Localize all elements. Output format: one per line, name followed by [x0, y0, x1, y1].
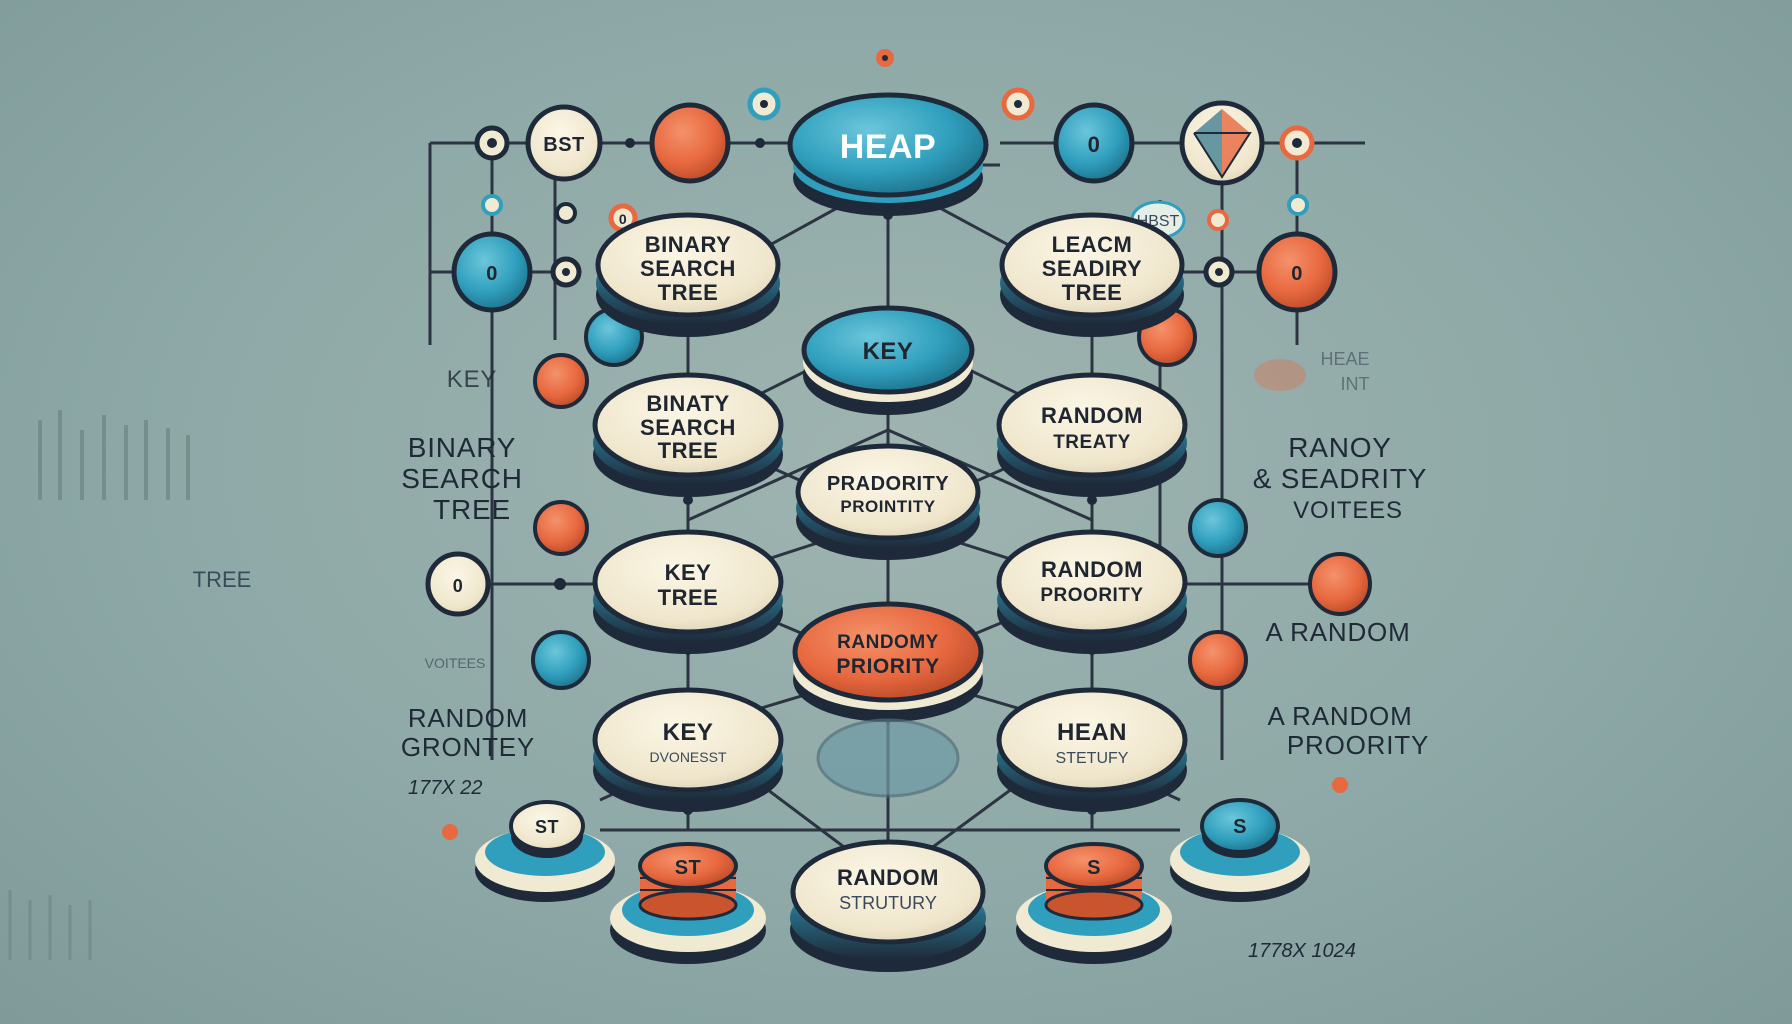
heap-node: HEAP: [787, 92, 989, 216]
key-tree-line2: TREE: [658, 585, 719, 610]
key-dvonesst-node: KEY DVONESST: [592, 687, 784, 812]
sphere-nodes: [425, 100, 1372, 690]
leacm-tree-node: LEACM SEADIRY TREE: [999, 212, 1185, 337]
bst-top-line2: SEARCH: [640, 256, 736, 281]
random-treaty-line2: TREATY: [1053, 432, 1131, 453]
binaty-line1: BINATY: [646, 391, 729, 416]
random-treaty-node: RANDOM TREATY: [996, 372, 1188, 497]
small-zero-left-mid: 0: [453, 576, 464, 596]
heap-label: HEAP: [840, 128, 936, 166]
side-label-seadrity: & SEADRITY: [1253, 463, 1427, 494]
side-label-a-random: A RANDOM: [1265, 617, 1410, 647]
hean-line1: HEAN: [1057, 719, 1127, 746]
leacm-line3: TREE: [1062, 280, 1123, 305]
random-priority-line1: RANDOMY: [837, 632, 939, 653]
key-dvonesst-line2: DVONESST: [649, 749, 726, 765]
side-label-grontey: GRONTEY: [401, 732, 535, 762]
side-label-int: INT: [1341, 374, 1370, 394]
side-label-tree: TREE: [193, 567, 252, 592]
hean-node: HEAN STETUFY: [996, 687, 1188, 812]
st-orange-label: ST: [675, 857, 702, 879]
random-strutury-line2: STRUTURY: [839, 893, 937, 913]
random-strutury-node: RANDOM STRUTURY: [790, 839, 986, 972]
decorative-rings: [442, 49, 1348, 840]
random-strutury-line1: RANDOM: [837, 865, 939, 890]
binaty-line3: TREE: [658, 438, 719, 463]
random-treaty-line1: RANDOM: [1041, 403, 1143, 428]
small-zero-right: 0: [1291, 263, 1303, 285]
dimensions-left: 177X 22: [408, 777, 483, 799]
side-label-binary-1: BINARY: [408, 432, 517, 463]
key-center-label: KEY: [863, 338, 914, 365]
small-zero-hbst-left: 0: [619, 211, 627, 227]
key-tree-node: KEY TREE: [592, 529, 784, 654]
s-blue-label: S: [1233, 816, 1247, 838]
bst-top-line3: TREE: [658, 280, 719, 305]
pradority-line2: PROINTITY: [840, 497, 935, 516]
random-priority-line2: PRIORITY: [836, 655, 939, 678]
side-label-voitees-right: VOITEES: [1293, 497, 1403, 524]
side-label-a-random-2: A RANDOM: [1267, 701, 1412, 731]
small-zero-left: 0: [486, 263, 498, 285]
pradority-line1: PRADORITY: [827, 473, 949, 495]
leacm-line2: SEADIRY: [1042, 256, 1142, 281]
random-proority-node: RANDOM PROORITY: [996, 529, 1188, 654]
side-label-key: KEY: [447, 366, 497, 393]
key-tree-line1: KEY: [665, 560, 712, 585]
binaty-line2: SEARCH: [640, 415, 736, 440]
side-label-binary-2: SEARCH: [401, 463, 523, 494]
side-label-voitees: VOITEES: [425, 655, 486, 671]
s-orange-label: S: [1087, 857, 1101, 879]
leacm-line1: LEACM: [1052, 232, 1133, 257]
faint-blur-spot: [1254, 359, 1306, 391]
random-priority-center-node: RANDOMY PRIORITY: [792, 601, 984, 722]
st-left-label: ST: [535, 817, 559, 837]
faint-bars-left: [38, 410, 190, 500]
small-zero-tl: 0: [1088, 132, 1101, 157]
st-left-platform: ST: [475, 800, 615, 902]
hean-line2: STETUFY: [1056, 750, 1129, 767]
side-label-proority: PROORITY: [1287, 730, 1429, 760]
bst-node: BST: [543, 134, 585, 156]
side-label-binary-3: TREE: [433, 494, 511, 525]
s-orange-platform: S: [1016, 842, 1172, 964]
binaty-search-tree-node: BINATY SEARCH TREE: [592, 372, 784, 497]
st-orange-platform: ST: [610, 842, 766, 964]
bst-top-line1: BINARY: [645, 232, 732, 257]
faint-disc: [816, 718, 960, 798]
random-proority-line2: PROORITY: [1040, 585, 1143, 606]
key-center-node: KEY: [801, 305, 975, 415]
key-dvonesst-line1: KEY: [663, 719, 714, 746]
random-proority-line1: RANDOM: [1041, 557, 1143, 582]
binary-search-tree-top-node: BINARY SEARCH TREE: [595, 212, 781, 337]
pradority-node: PRADORITY PROINTITY: [795, 443, 981, 560]
dimensions-right: 1778X 1024: [1248, 940, 1356, 962]
s-blue-platform: S: [1170, 798, 1310, 902]
side-label-ranoy: RANOY: [1288, 432, 1392, 463]
side-label-random: RANDOM: [408, 703, 528, 733]
faint-bars-bottom-left: [8, 890, 92, 960]
side-label-heae: HEAE: [1320, 349, 1369, 369]
